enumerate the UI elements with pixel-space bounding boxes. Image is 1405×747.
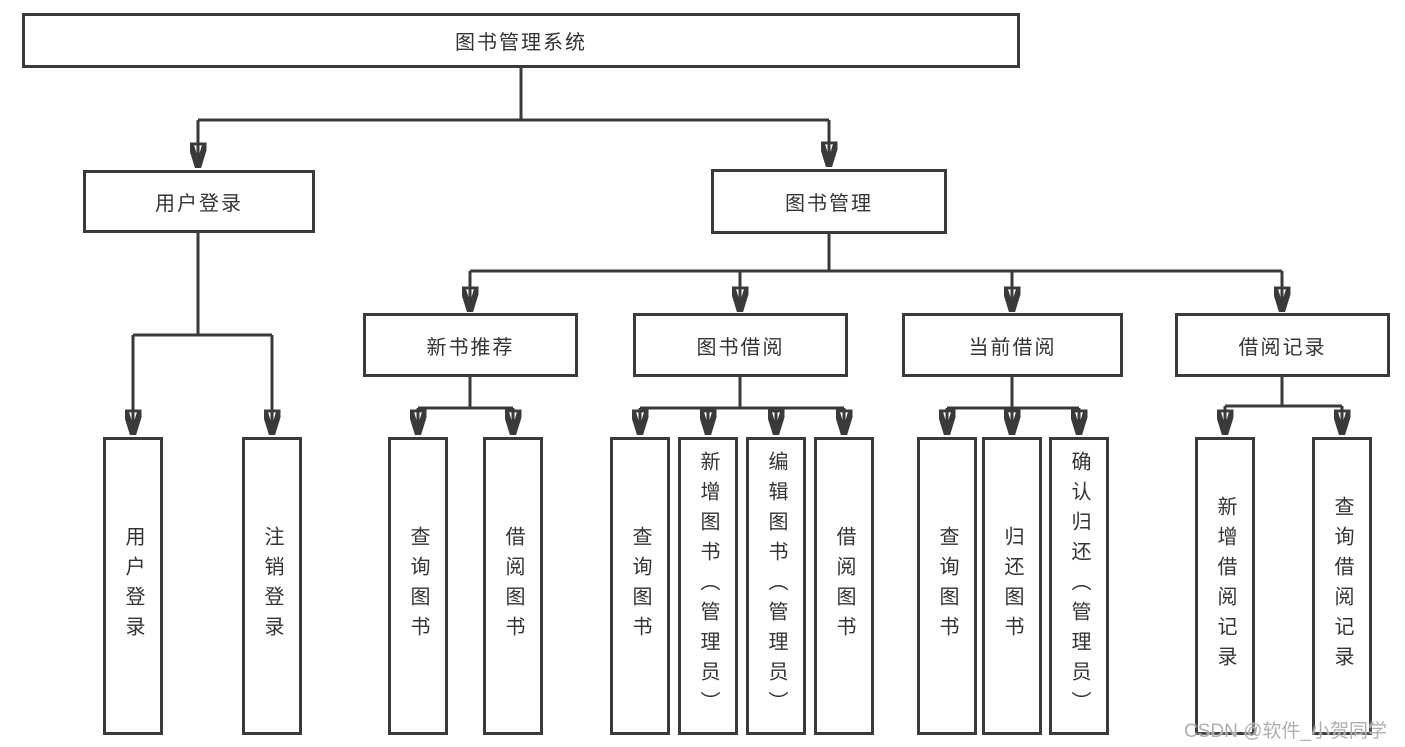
node-borrow-records-label: 借阅记录 <box>1238 336 1327 359</box>
leaf-bb-query-book: 查询图书 <box>610 437 670 735</box>
leaf-br-query-record-label: 查询借阅记录 <box>1331 496 1353 676</box>
node-book-borrowing-label: 图书借阅 <box>696 336 785 359</box>
leaf-cb-return-book-label: 归还图书 <box>1001 526 1023 646</box>
leaf-br-query-record: 查询借阅记录 <box>1312 437 1372 735</box>
node-root-label: 图书管理系统 <box>455 32 587 54</box>
node-new-book-recommend: 新书推荐 <box>363 313 578 377</box>
node-new-book-recommend-label: 新书推荐 <box>426 336 515 359</box>
leaf-nb-borrow-book: 借阅图书 <box>483 437 543 735</box>
leaf-cb-query-book-label: 查询图书 <box>936 526 958 646</box>
leaf-bb-borrow-book: 借阅图书 <box>814 437 874 735</box>
leaf-bb-edit-book-label: 编辑图书（管理员） <box>765 451 787 721</box>
node-root: 图书管理系统 <box>22 13 1020 68</box>
leaf-cb-query-book: 查询图书 <box>917 437 977 735</box>
leaf-bb-query-book-label: 查询图书 <box>629 526 651 646</box>
leaf-br-add-record-label: 新增借阅记录 <box>1214 496 1236 676</box>
leaf-nb-borrow-book-label: 借阅图书 <box>502 526 524 646</box>
leaf-logout: 注销登录 <box>242 437 302 735</box>
node-current-borrowing-label: 当前借阅 <box>968 336 1057 359</box>
leaf-cb-confirm-return: 确认归还（管理员） <box>1049 437 1109 735</box>
leaf-bb-borrow-book-label: 借阅图书 <box>833 526 855 646</box>
leaf-cb-return-book: 归还图书 <box>982 437 1042 735</box>
node-current-borrowing: 当前借阅 <box>902 313 1123 377</box>
leaf-bb-add-book: 新增图书（管理员） <box>678 437 738 735</box>
leaf-bb-add-book-label: 新增图书（管理员） <box>697 451 719 721</box>
leaf-user-login: 用户登录 <box>103 437 163 735</box>
node-book-management-label: 图书管理 <box>785 193 873 215</box>
node-book-borrowing: 图书借阅 <box>633 313 848 377</box>
leaf-cb-confirm-return-label: 确认归还（管理员） <box>1068 451 1090 721</box>
leaf-nb-query-book: 查询图书 <box>388 437 448 735</box>
leaf-bb-edit-book: 编辑图书（管理员） <box>746 437 806 735</box>
node-user-login: 用户登录 <box>83 170 315 233</box>
leaf-br-add-record: 新增借阅记录 <box>1195 437 1255 735</box>
node-borrow-records: 借阅记录 <box>1175 313 1390 377</box>
leaf-user-login-label: 用户登录 <box>122 526 144 646</box>
leaf-nb-query-book-label: 查询图书 <box>407 526 429 646</box>
leaf-logout-label: 注销登录 <box>261 526 283 646</box>
node-book-management: 图书管理 <box>711 169 947 234</box>
node-user-login-label: 用户登录 <box>155 193 243 215</box>
csdn-watermark: CSDN @软件_小贺同学 <box>1184 721 1387 742</box>
